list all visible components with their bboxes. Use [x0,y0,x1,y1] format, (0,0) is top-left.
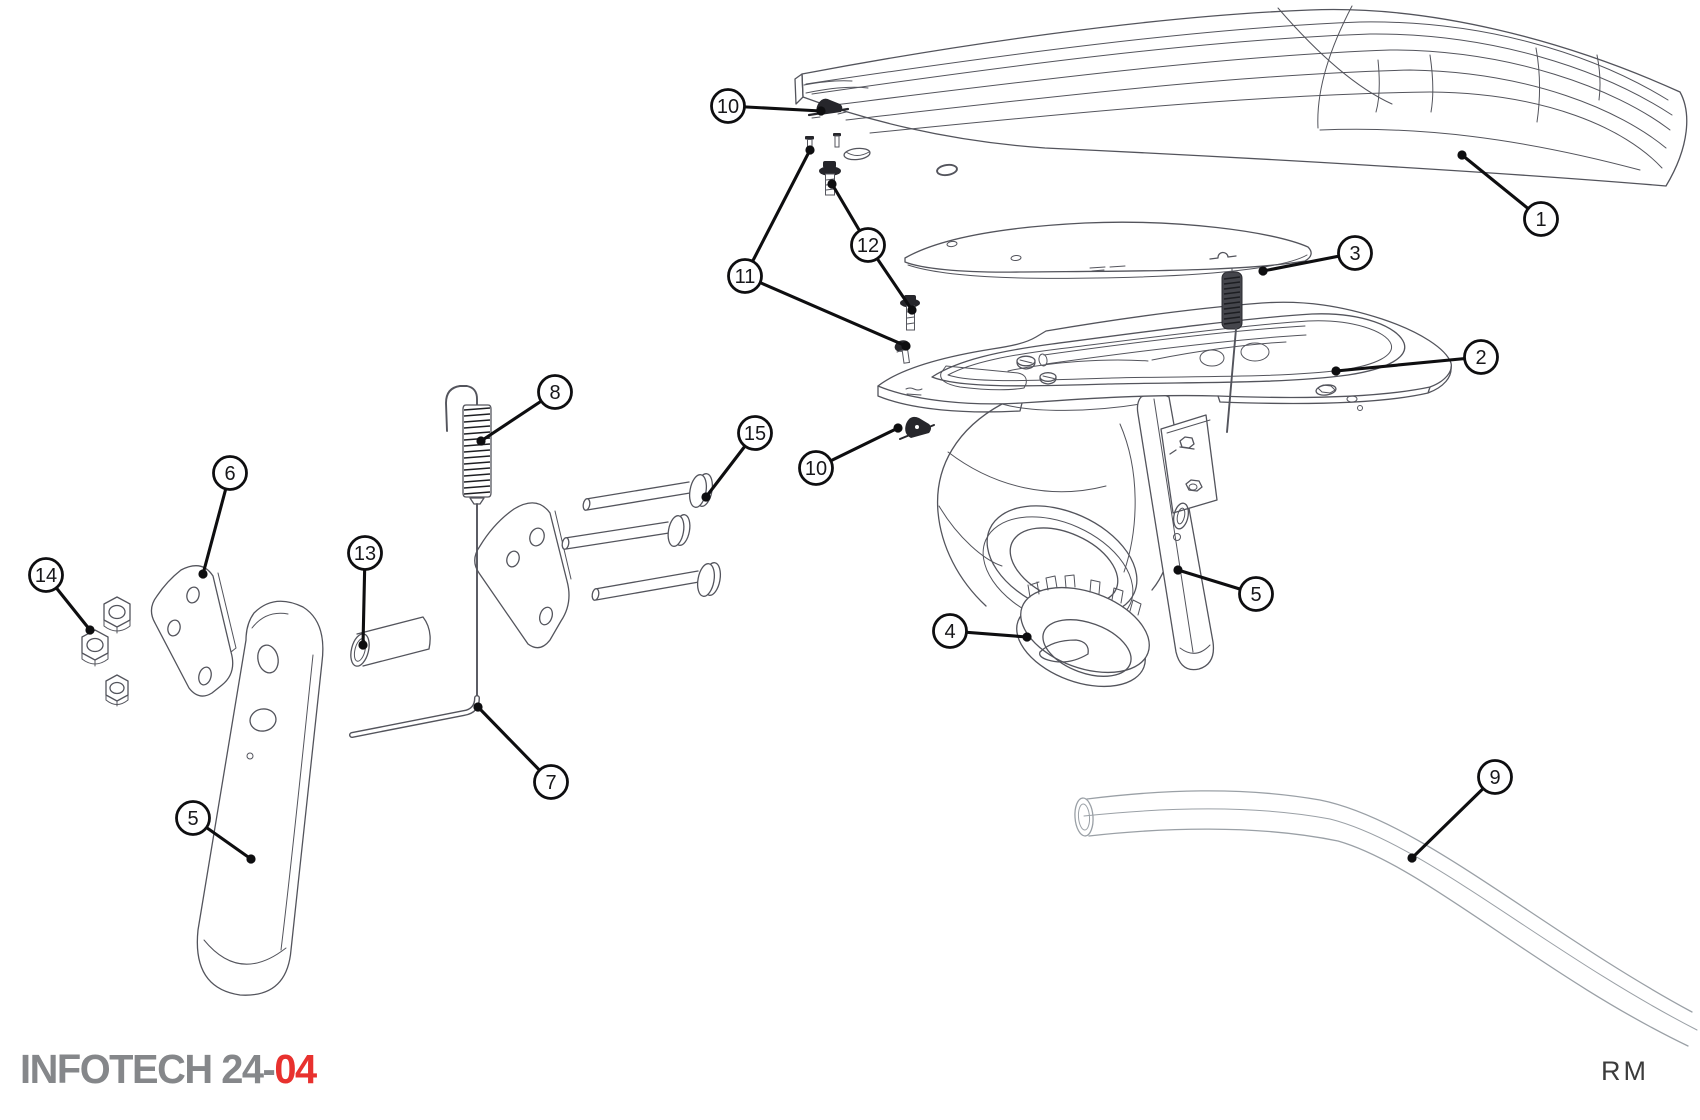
callout-label: 14 [35,565,57,587]
callout-13 [347,535,383,571]
callout-10 [710,88,746,124]
frame-plate [877,301,1452,413]
callout-label: 10 [717,96,739,118]
callout-leader-9 [1410,775,1497,860]
callout-7 [533,764,569,800]
callout-5 [175,800,211,836]
callout-leader-dot-9 [1407,853,1417,863]
callout-11 [727,258,763,294]
callout-15 [737,415,773,451]
pull-rod [349,503,480,738]
discharge-tube [1074,790,1698,1047]
callout-label: 7 [545,772,556,794]
footer-title: INFOTECH 24-04 [20,1046,317,1092]
callout-label: 2 [1475,347,1486,369]
frame-screw [1039,372,1057,385]
callout-label: 10 [805,458,827,480]
callout-leader-dot-3 [1258,266,1268,276]
callout-6 [212,455,248,491]
callout-label: 9 [1489,767,1500,789]
callout-leader-dot-12 [907,305,917,315]
callout-leader-dot-15 [701,492,711,502]
spring-clip-bottom [899,416,935,440]
callout-label: 13 [354,543,376,565]
bracket-right [474,502,572,649]
extension-spring [445,385,492,505]
callout-label: 15 [744,423,766,445]
callout-8 [537,374,573,410]
callout-1 [1523,201,1559,237]
footer-title-issue: 04 [274,1046,317,1092]
callout-leader-dot-1 [1457,150,1467,160]
callout-leader-dot-6 [198,569,208,579]
callout-leader-dot-12 [827,179,837,189]
callout-leader-dot-14 [85,625,95,635]
top-cover [794,5,1688,187]
callout-leader-dot-11 [805,145,815,155]
hex-nuts [81,596,131,707]
callout-leader-dot-2 [1331,366,1341,376]
callout-5 [1238,576,1274,612]
callout-2 [1463,339,1499,375]
support-arm-left [196,600,324,996]
watermark-rm: RM [1601,1056,1649,1086]
callout-leader-dot-10 [893,423,903,433]
callout-leader-dot-11 [901,341,911,351]
callout-9 [1477,759,1513,795]
lock-ring [1016,574,1150,688]
callout-leader-dot-8 [476,436,486,446]
callout-leader-dot-4 [1022,632,1032,642]
seat-plate [904,221,1312,279]
clevis-pins [561,473,722,601]
callout-label: 4 [944,621,955,643]
callout-leader-dot-7 [473,702,483,712]
callout-3 [1337,235,1373,271]
support-arm-right [1136,392,1218,671]
callout-leader-11 [743,274,908,348]
callout-4 [932,613,968,649]
callout-label: 8 [549,382,560,404]
callout-label: 1 [1535,209,1546,231]
callout-label: 3 [1349,243,1360,265]
callout-label: 11 [735,266,756,288]
callout-12 [850,227,886,263]
callout-leader-dot-5 [1173,565,1183,575]
latch-spring-rod [1221,265,1243,433]
callout-label: 6 [224,463,235,485]
footer-title-gray: INFOTECH 24- [20,1046,276,1092]
callout-leader-dot-13 [358,640,368,650]
callout-10 [798,450,834,486]
callout-leader-2 [1334,355,1483,373]
callout-14 [28,557,64,593]
callout-leader-dot-5 [246,854,256,864]
callout-leader-dot-10 [816,106,826,116]
frame-screw [1016,355,1036,370]
callout-leader-11 [743,148,812,278]
callout-label: 12 [857,235,879,257]
callout-label: 5 [187,808,198,830]
callout-label: 5 [1250,584,1261,606]
bracket-left [150,565,237,697]
